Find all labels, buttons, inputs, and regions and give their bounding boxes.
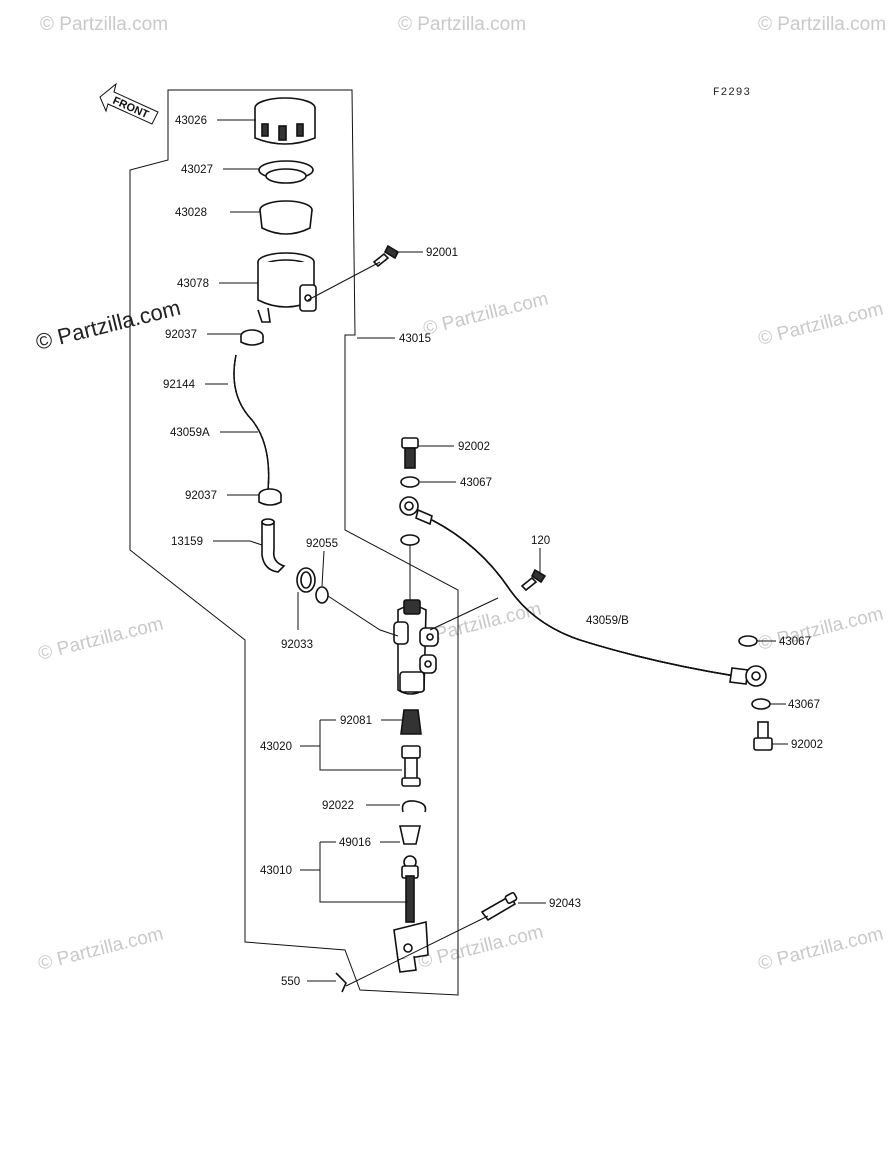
hose-clamp-upper [240, 329, 264, 346]
dust-boot [399, 825, 421, 845]
assembly-outline [129, 89, 459, 996]
watermark: © Partzilla.com [756, 604, 885, 655]
callout-92037-upper: 92037 [165, 329, 197, 341]
banjo-bolt-lower [753, 721, 773, 751]
callout-43027: 43027 [181, 164, 213, 176]
watermark: © Partzilla.com [756, 299, 885, 350]
o-ring-small [315, 586, 329, 604]
piston [401, 745, 421, 787]
bolt-120 [520, 568, 547, 592]
diagram-code: F2293 [713, 87, 751, 99]
washer [400, 534, 420, 546]
watermark: © Partzilla.com [758, 14, 886, 35]
callout-92033: 92033 [281, 639, 313, 651]
callout-92002-top: 92002 [458, 441, 490, 453]
watermark: © Partzilla.com [398, 14, 526, 35]
watermark: © Partzilla.com [416, 922, 545, 973]
watermark: © Partzilla.com [36, 614, 165, 665]
callout-92002-lower: 92002 [791, 739, 823, 751]
callout-92043: 92043 [549, 898, 581, 910]
callout-43059b: 43059/B [586, 615, 629, 627]
front-label: FRONT [111, 95, 151, 121]
washer-43067-top [400, 476, 420, 488]
cotter-pin [335, 972, 347, 993]
leader-lines [205, 119, 788, 987]
washer-43067-right [738, 635, 758, 647]
front-arrow-icon: FRONT [99, 82, 159, 125]
callout-43028: 43028 [175, 207, 207, 219]
callout-43010: 43010 [260, 865, 292, 877]
reservoir-tank [257, 252, 317, 323]
washer-43067-lower [751, 698, 771, 710]
banjo-bolt-top [401, 437, 419, 469]
watermark: © Partzilla.com [40, 14, 168, 35]
callout-92022: 92022 [322, 800, 354, 812]
watermark: © Partzilla.com [421, 289, 550, 340]
callout-92037-lower: 92037 [185, 490, 217, 502]
callout-43015: 43015 [399, 333, 431, 345]
callout-13159: 13159 [171, 536, 203, 548]
diaphragm-plate [258, 160, 314, 184]
piston-cup [400, 709, 422, 735]
reservoir-hose [233, 354, 270, 491]
master-cylinder-body [393, 599, 439, 695]
callout-92081: 92081 [340, 715, 372, 727]
callout-49016: 49016 [339, 837, 371, 849]
brake-hose [399, 496, 767, 687]
watermark: © Partzilla.com [756, 924, 885, 975]
reservoir-cap [254, 97, 316, 145]
watermark-layer: © Partzilla.com © Partzilla.com © Partzi… [33, 14, 886, 975]
callout-43067-lower: 43067 [788, 699, 820, 711]
push-rod [393, 855, 429, 973]
callout-43067-right: 43067 [779, 636, 811, 648]
callout-43026: 43026 [175, 115, 207, 127]
callout-labels: 43026 43027 43028 92001 43078 92037 4301… [163, 115, 823, 988]
circlip [401, 800, 427, 813]
hose-elbow-fitting [261, 518, 286, 573]
watermark-primary: © Partzilla.com [33, 295, 183, 355]
callout-43078: 43078 [177, 278, 209, 290]
callout-43059a: 43059A [170, 427, 210, 439]
callout-550: 550 [281, 976, 300, 988]
callout-92144: 92144 [163, 379, 196, 391]
callout-43020: 43020 [260, 741, 292, 753]
callout-43067-top: 43067 [460, 477, 492, 489]
o-ring-92033 [296, 567, 316, 593]
callout-92055: 92055 [306, 538, 338, 550]
diaphragm [259, 200, 313, 235]
watermark: © Partzilla.com [36, 924, 165, 975]
callout-92001: 92001 [426, 247, 458, 259]
hose-clamp-lower [258, 488, 282, 506]
callout-120: 120 [531, 535, 550, 547]
